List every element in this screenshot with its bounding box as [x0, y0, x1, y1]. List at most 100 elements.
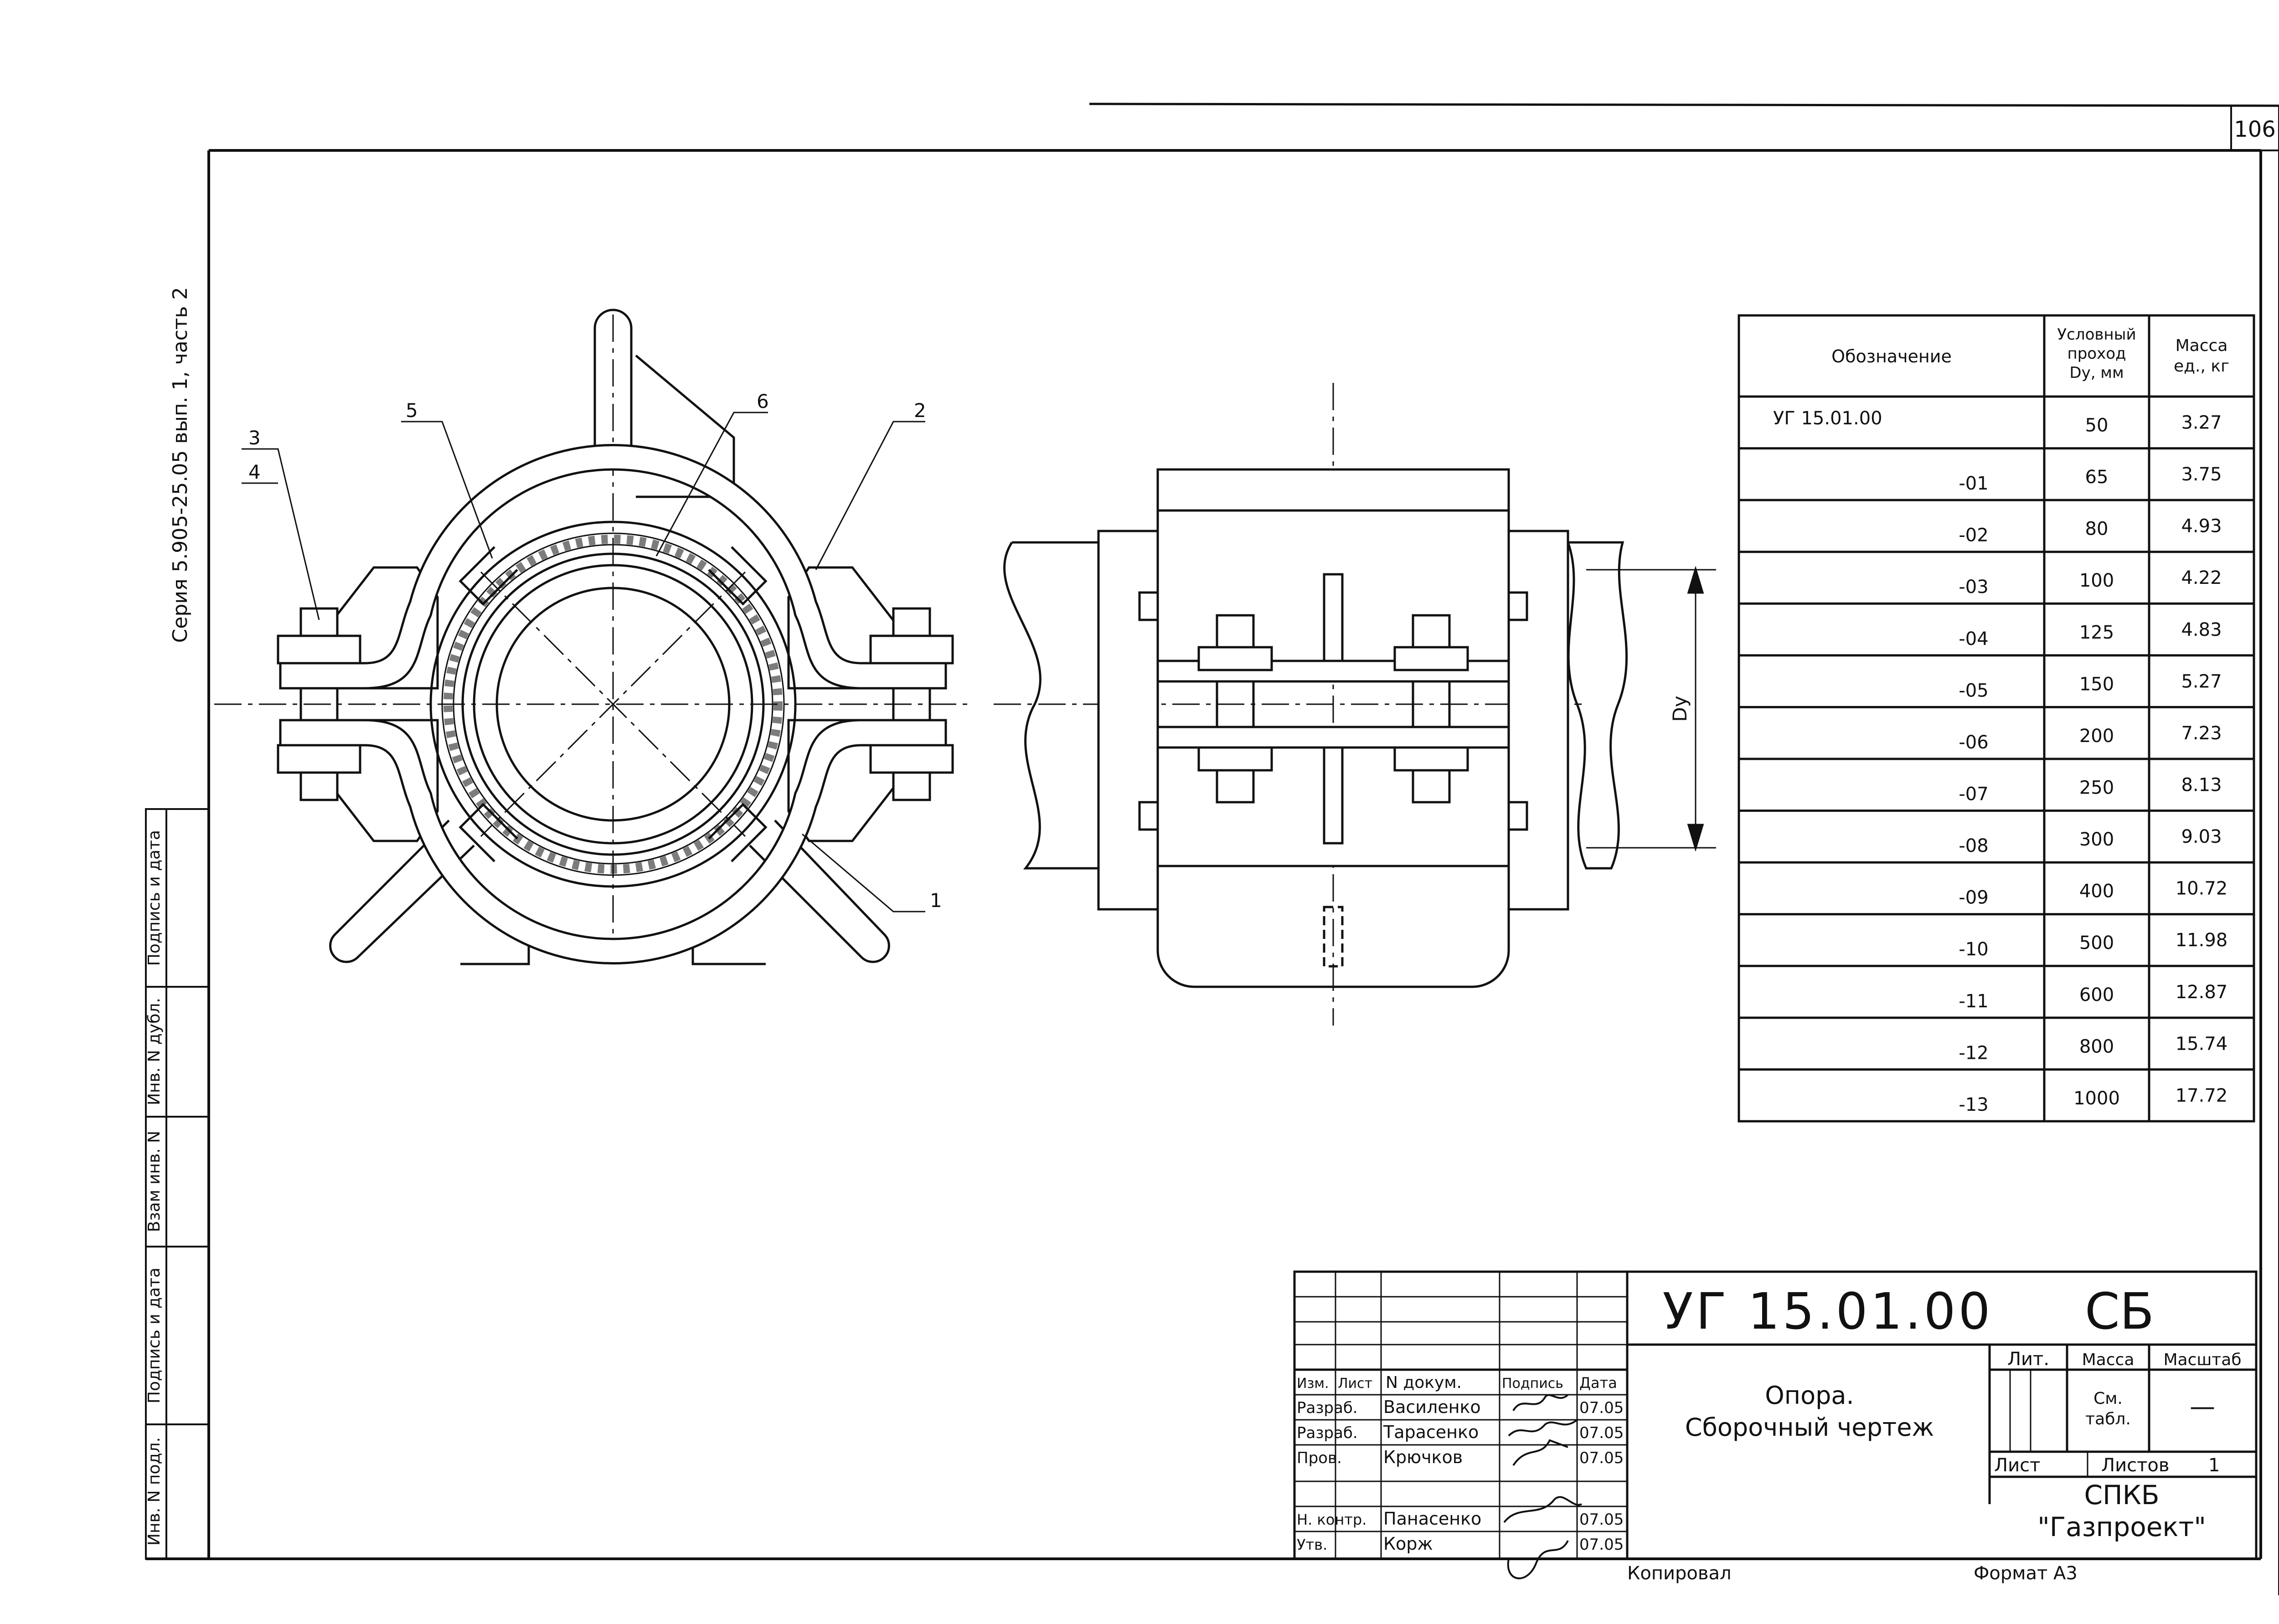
callout-5: 5 — [406, 399, 418, 422]
cell-designation: -01 — [1959, 473, 1988, 494]
cell-mass: 5.27 — [2181, 671, 2222, 692]
doc-title-2: Сборочный чертеж — [1685, 1413, 1934, 1442]
mass-value-1: См. — [2093, 1389, 2123, 1408]
org-line-1: СПКБ — [2084, 1480, 2159, 1511]
signer-date-5: 07.05 — [1579, 1536, 1624, 1554]
side-view — [994, 383, 1716, 1026]
cell-designation: -06 — [1959, 732, 1988, 753]
signer-name-3: Крючков — [1383, 1447, 1463, 1467]
callout-6: 6 — [757, 390, 769, 412]
cell-designation: -12 — [1959, 1042, 1988, 1063]
cell-designation: -02 — [1959, 525, 1988, 546]
table-row: -13 1000 17.72 — [1959, 1085, 2227, 1115]
signer-role-1: Разраб. — [1297, 1399, 1358, 1417]
table-row: -02 80 4.93 — [1959, 516, 2222, 546]
cell-bore: 50 — [2085, 415, 2109, 436]
cell-mass: 10.72 — [2176, 878, 2228, 899]
signer-date-2: 07.05 — [1579, 1424, 1624, 1442]
cell-bore: 150 — [2079, 674, 2114, 695]
title-block-text: УГ 15.01.00 СБ Опора. Сборочный чертеж Л… — [1297, 1282, 2242, 1579]
cell-designation: -13 — [1959, 1094, 1988, 1115]
signer-date-1: 07.05 — [1579, 1399, 1624, 1417]
stamp-sign-date-1: Подпись и дата — [145, 1268, 164, 1403]
header-bore-3: Dy, мм — [2069, 364, 2124, 382]
header-bore-2: проход — [2067, 345, 2126, 363]
header-mass-2: ед., кг — [2174, 357, 2229, 376]
col-sign: Подпись — [1502, 1376, 1563, 1392]
stamp-inv-orig: Инв. N подл. — [145, 1437, 164, 1546]
col-list: Лист — [1338, 1376, 1372, 1392]
scale-label: Масштаб — [2163, 1351, 2241, 1369]
mass-label: Масса — [2082, 1351, 2135, 1369]
callout-4: 4 — [248, 461, 261, 483]
col-date: Дата — [1579, 1374, 1617, 1392]
cell-designation: -08 — [1959, 835, 1988, 856]
sheet-label: Лист — [1994, 1455, 2040, 1476]
callout-2: 2 — [914, 399, 926, 422]
footer-format: Формат А3 — [1974, 1563, 2078, 1584]
stamp-sign-date-2: Подпись и дата — [145, 830, 164, 966]
signer-role-5: Утв. — [1297, 1536, 1327, 1553]
cell-bore: 400 — [2079, 881, 2114, 902]
signer-name-4: Панасенко — [1383, 1509, 1481, 1529]
cell-mass: 4.93 — [2181, 516, 2222, 537]
cell-designation: -04 — [1959, 629, 1988, 650]
signer-date-4: 07.05 — [1579, 1511, 1624, 1529]
header-bore-1: Условный — [2057, 325, 2136, 344]
cell-designation: -07 — [1959, 784, 1988, 804]
col-doc: N докум. — [1386, 1373, 1462, 1392]
doc-suffix: СБ — [2085, 1282, 2154, 1340]
signer-role-2: Разраб. — [1297, 1424, 1358, 1442]
cell-mass: 4.83 — [2181, 619, 2222, 640]
cell-designation: -05 — [1959, 680, 1988, 701]
header-mass-1: Масса — [2176, 336, 2228, 355]
signer-name-2: Тарасенко — [1383, 1422, 1479, 1442]
cell-bore: 600 — [2079, 985, 2114, 1005]
cell-bore: 1000 — [2073, 1088, 2120, 1109]
dim-dy-label: Dy — [1669, 696, 1691, 722]
signer-role-3: Пров. — [1297, 1449, 1342, 1467]
signer-name-1: Василенко — [1383, 1397, 1481, 1417]
table-row: -05 150 5.27 — [1959, 671, 2222, 701]
stamp-inv-dup: Инв. N дубл. — [145, 998, 164, 1105]
mass-value-2: табл. — [2085, 1410, 2131, 1428]
sheets-label: Листов — [2101, 1455, 2169, 1476]
sheets-value: 1 — [2208, 1455, 2220, 1476]
doc-title-1: Опора. — [1765, 1381, 1854, 1410]
cell-designation: -10 — [1959, 939, 1988, 960]
table-row: -01 65 3.75 — [1959, 464, 2222, 494]
cell-bore: 65 — [2085, 467, 2109, 488]
header-designation: Обозначение — [1831, 346, 1952, 366]
title-block — [1293, 1270, 2258, 1560]
col-izm: Изм. — [1297, 1376, 1329, 1392]
signature-scribbles — [1503, 1394, 1582, 1579]
cell-bore: 100 — [2079, 570, 2114, 591]
cell-mass: 3.75 — [2181, 464, 2222, 485]
cell-bore: 80 — [2085, 519, 2109, 540]
scale-value: — — [2190, 1392, 2215, 1422]
table-row: -10 500 11.98 — [1959, 930, 2227, 960]
cell-bore: 500 — [2079, 933, 2114, 954]
cell-designation: -11 — [1959, 991, 1988, 1012]
spec-table: Обозначение Условный проход Dy, мм Масса… — [1738, 314, 2255, 1123]
cell-mass: 3.27 — [2181, 412, 2222, 433]
footer-copied: Копировал — [1627, 1563, 1732, 1584]
table-row: -09 400 10.72 — [1959, 878, 2227, 908]
cell-designation: -09 — [1959, 887, 1988, 908]
cell-mass: 17.72 — [2176, 1085, 2228, 1106]
cell-bore: 300 — [2079, 829, 2114, 850]
cell-mass: 15.74 — [2176, 1033, 2228, 1054]
callout-3: 3 — [248, 427, 261, 449]
signer-role-4: Н. контр. — [1297, 1511, 1366, 1528]
cell-mass: 7.23 — [2181, 723, 2222, 744]
cell-mass: 11.98 — [2176, 930, 2228, 951]
stamp-replace-inv: Взам инв. N — [145, 1131, 164, 1232]
